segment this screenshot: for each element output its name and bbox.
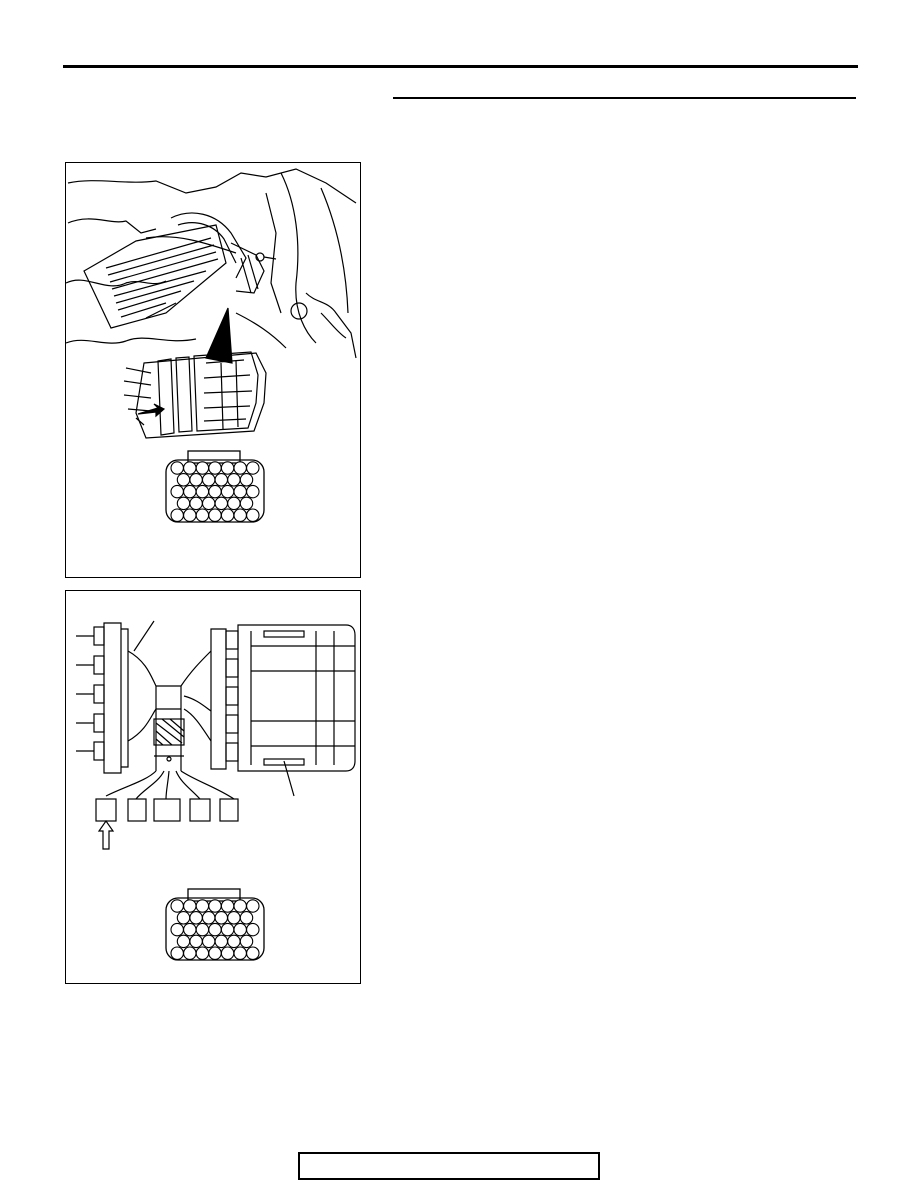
- connector-cavity: [195, 899, 210, 913]
- connector-cavity: [246, 484, 260, 499]
- connector-cavity: [220, 461, 235, 475]
- connector-cavity: [195, 922, 210, 937]
- connector-cavity: [233, 946, 247, 960]
- connector-cavity: [189, 934, 203, 949]
- connector-cavity: [220, 484, 235, 499]
- connector-cavity: [233, 899, 247, 913]
- connector-cavity: [195, 508, 210, 522]
- connector-cavity: [176, 911, 191, 925]
- connector-cavity: [183, 484, 197, 499]
- connector-cavity: [183, 461, 197, 475]
- footer-page-label: [298, 1152, 600, 1180]
- connector-cavity: [183, 899, 197, 913]
- connector-cavity: [201, 496, 216, 511]
- connector-cavity: [170, 508, 184, 522]
- connector-cavity: [208, 508, 222, 522]
- connector-cavity: [183, 508, 197, 522]
- connector-cavity: [233, 922, 247, 937]
- connector-cavity: [208, 484, 222, 499]
- connector-cavity: [214, 911, 229, 925]
- connector-cavity: [189, 496, 203, 511]
- connector-cavity: [195, 461, 210, 475]
- connector-cavity: [195, 484, 210, 499]
- section-rule: [393, 97, 856, 99]
- connector-cavity: [195, 946, 210, 960]
- connector-cavity: [201, 911, 216, 925]
- connector-cavity: [220, 508, 235, 522]
- connector-cavity: [189, 473, 203, 487]
- connector-cavity: [239, 934, 254, 949]
- connector-cavity: [201, 473, 216, 487]
- engine-compartment-illustration: [66, 168, 357, 523]
- connector-cavity: [170, 922, 184, 937]
- connector-cavity: [239, 473, 254, 487]
- figure-engine-compartment: [65, 162, 361, 578]
- connector-cavity: [233, 508, 247, 522]
- connector-cavity: [227, 934, 241, 949]
- connector-cavity: [246, 508, 260, 522]
- connector-cavity: [189, 911, 203, 925]
- connector-cavity: [220, 899, 235, 913]
- connector-cavity: [208, 946, 222, 960]
- connector-cavity: [183, 946, 197, 960]
- connector-cavity: [214, 934, 229, 949]
- connector-cavity: [246, 899, 260, 913]
- header-rule: [63, 65, 858, 68]
- connector-cavity: [227, 496, 241, 511]
- connector-cavity: [227, 911, 241, 925]
- figure-ecu-harness: [65, 590, 361, 984]
- connector-cavity: [227, 473, 241, 487]
- connector-cavity: [208, 461, 222, 475]
- connector-cavity: [170, 461, 184, 475]
- connector-cavity: [201, 934, 216, 949]
- connector-cavity: [233, 484, 247, 499]
- connector-cavity: [239, 911, 254, 925]
- connector-cavity: [183, 922, 197, 937]
- connector-cavity: [170, 946, 184, 960]
- connector-cavity: [246, 461, 260, 475]
- connector-cavity: [176, 496, 191, 511]
- connector-cavity: [220, 922, 235, 937]
- connector-cavity: [208, 899, 222, 913]
- connector-cavity: [176, 934, 191, 949]
- connector-cavity: [233, 461, 247, 475]
- connector-cavity: [246, 922, 260, 937]
- connector-cavity: [239, 496, 254, 511]
- connector-cavity: [246, 946, 260, 960]
- connector-cavity: [220, 946, 235, 960]
- connector-cavity: [170, 899, 184, 913]
- connector-cavity: [176, 473, 191, 487]
- connector-cavity: [208, 922, 222, 937]
- connector-cavity: [214, 496, 229, 511]
- connector-cavity: [170, 484, 184, 499]
- ecu-harness-illustration: [76, 620, 356, 961]
- connector-cavity: [214, 473, 229, 487]
